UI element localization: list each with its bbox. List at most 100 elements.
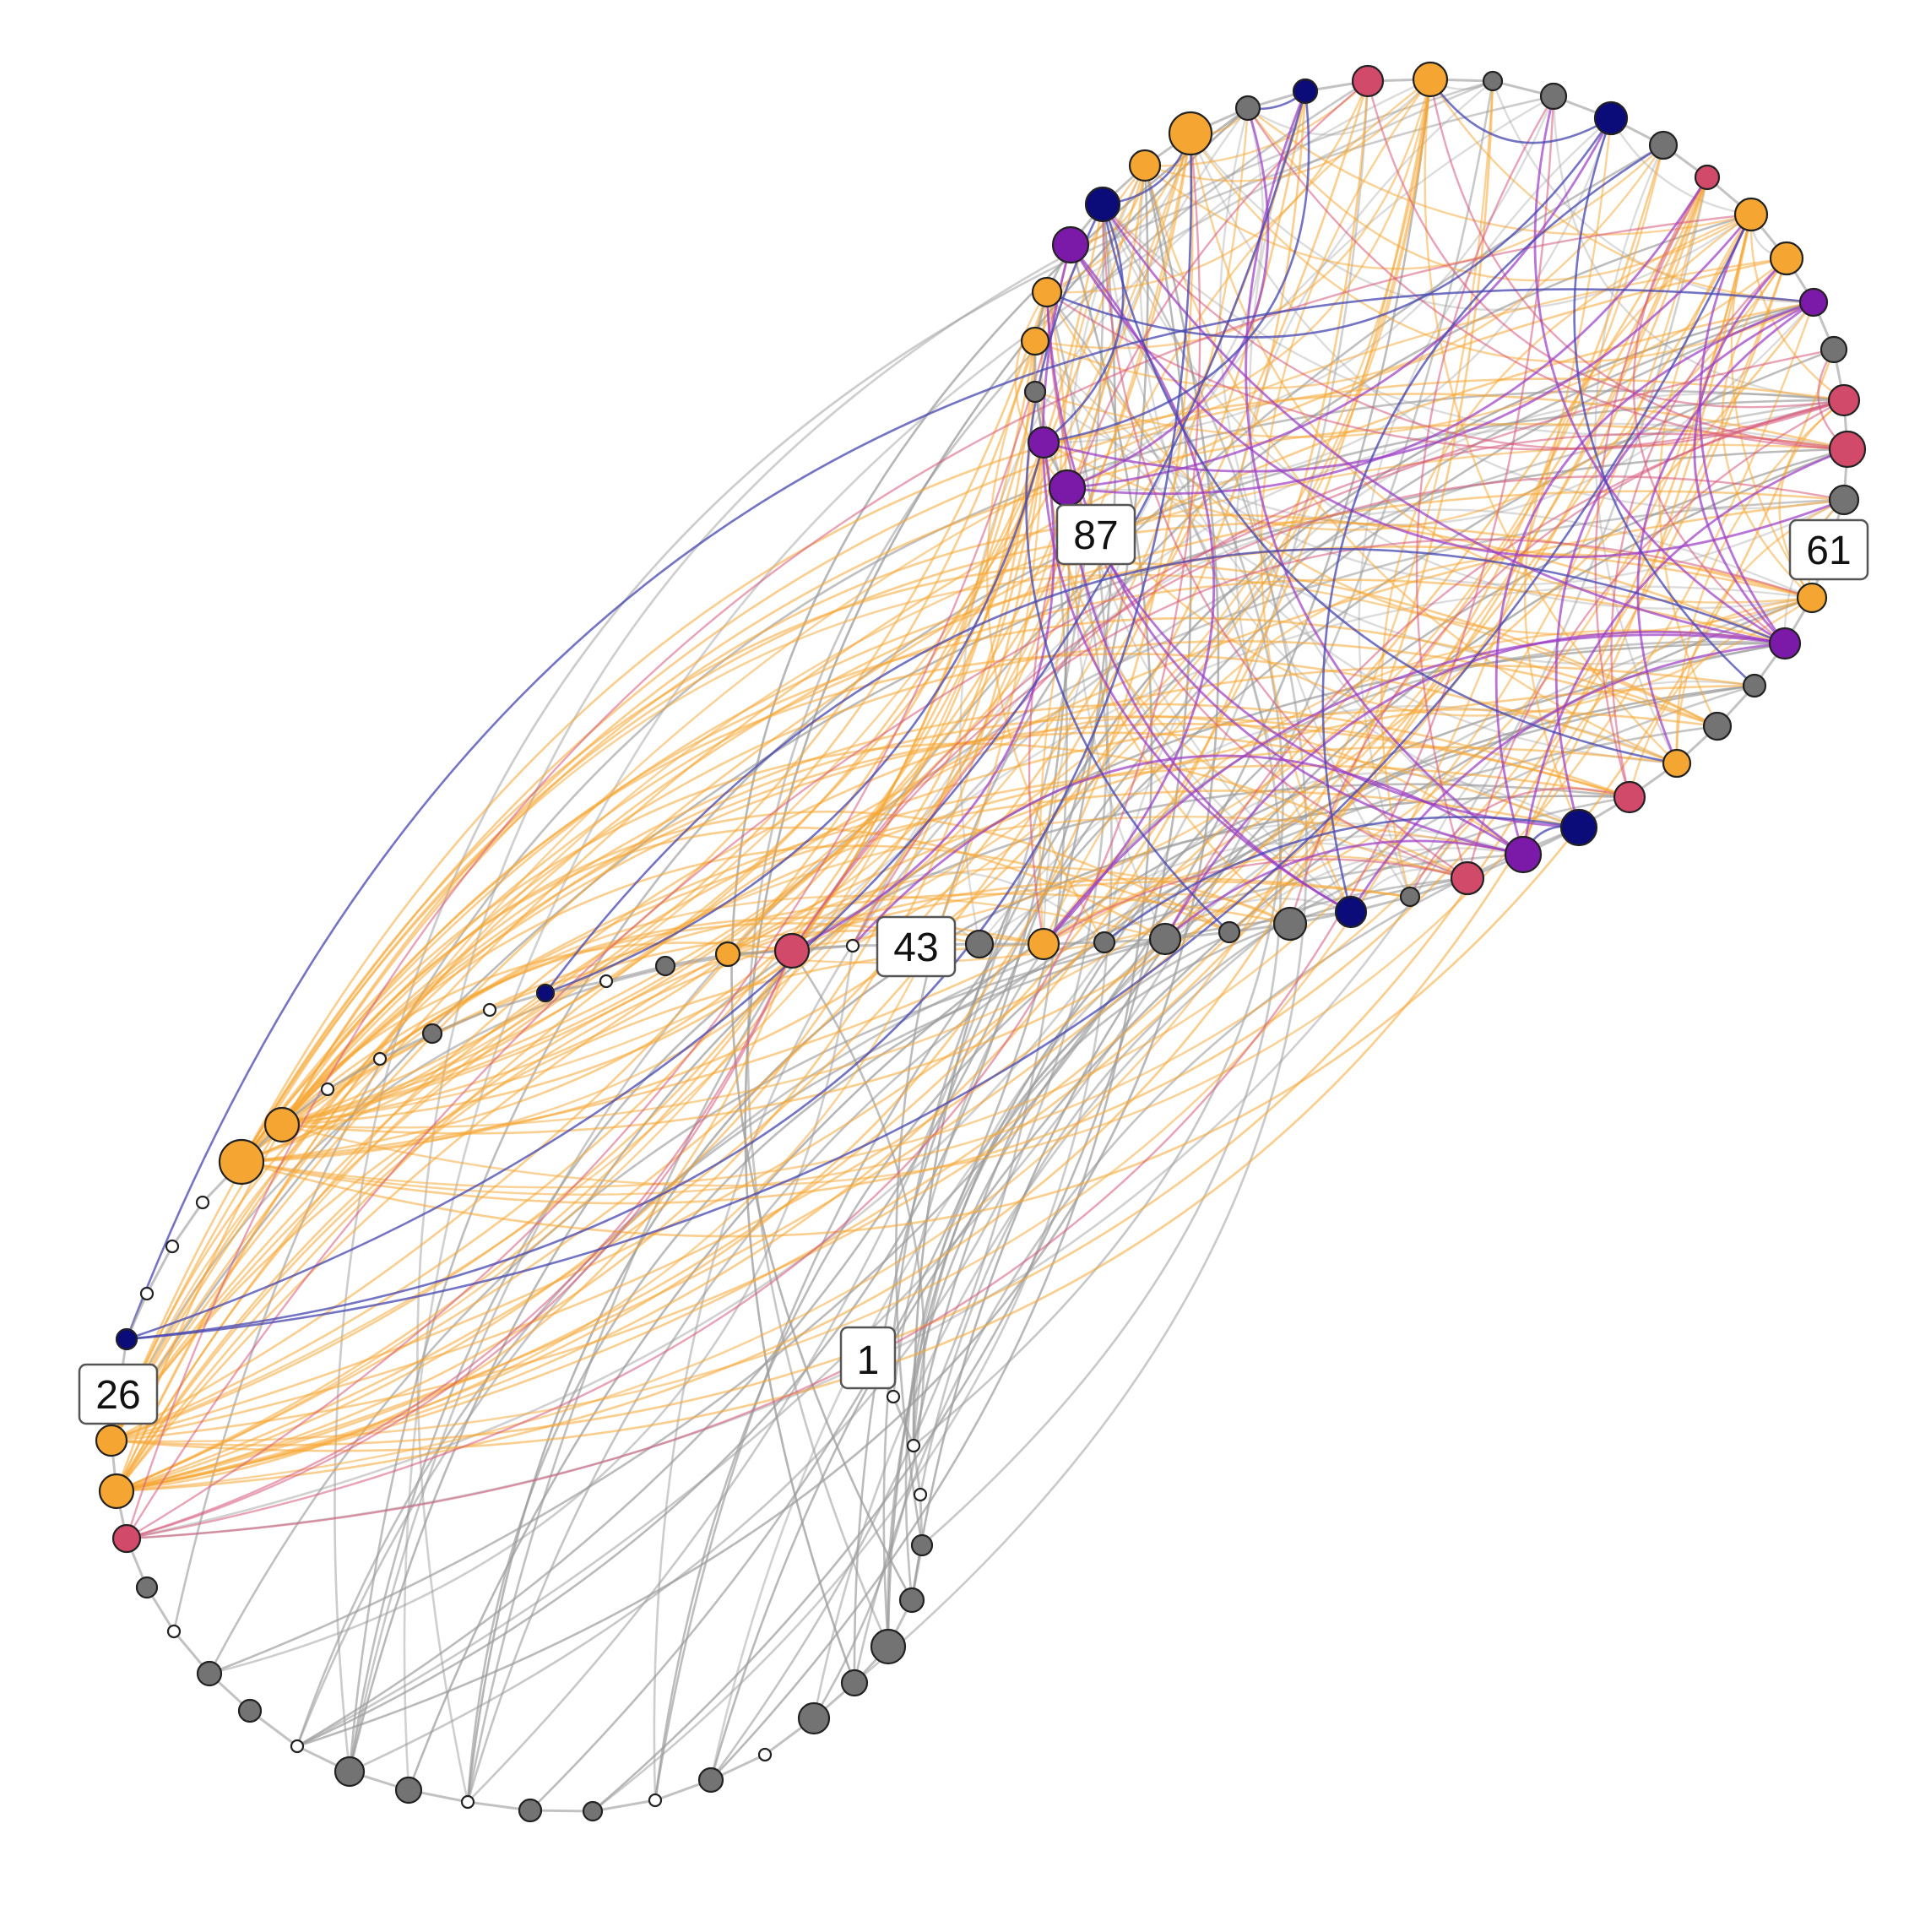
edge	[1321, 144, 1665, 914]
edge	[544, 441, 1045, 995]
edge	[240, 377, 1846, 1164]
edge	[1042, 90, 1310, 444]
node-label-61-text: 61	[1806, 529, 1851, 573]
edge	[125, 95, 1555, 1540]
edge	[110, 164, 1147, 1442]
node-label-43-text: 43	[893, 925, 938, 970]
edge	[115, 79, 1369, 1493]
node-label-1-text: 1	[857, 1338, 880, 1383]
node-gray	[1539, 82, 1568, 111]
edge	[1163, 630, 1787, 941]
node-label-26-text: 26	[95, 1373, 140, 1418]
node-navy	[1292, 78, 1319, 105]
edge	[1066, 486, 1353, 914]
node-orange	[1128, 149, 1162, 182]
edge	[1636, 301, 1815, 765]
edge	[1163, 839, 1525, 941]
node-white	[845, 938, 860, 953]
node-label-43: 43	[876, 915, 957, 978]
node-white	[886, 1389, 901, 1404]
edge	[110, 132, 1192, 1442]
edge	[1693, 257, 1788, 645]
node-gray	[1399, 886, 1421, 908]
edge	[1033, 78, 1432, 350]
edge	[1045, 290, 1469, 880]
edge	[1632, 176, 1787, 645]
edge	[1066, 106, 1270, 490]
edge	[110, 339, 1037, 1442]
node-white	[320, 1082, 335, 1097]
edge	[1246, 78, 1432, 136]
node-label-1: 1	[839, 1326, 897, 1390]
edge	[1101, 203, 1846, 436]
edge	[1699, 213, 1787, 645]
node-gray	[334, 1756, 366, 1788]
edge	[466, 724, 1719, 1804]
edge	[115, 949, 794, 1493]
edge	[208, 944, 854, 1675]
edge	[1045, 290, 1525, 856]
node-navy	[1334, 895, 1368, 929]
edge	[709, 596, 1814, 1782]
edge	[125, 243, 1072, 1540]
edge	[110, 746, 1679, 1442]
edge	[1429, 78, 1849, 451]
edge	[1066, 486, 1814, 717]
edge	[1103, 816, 1581, 944]
node-gray	[237, 1698, 263, 1723]
node-gray	[394, 1776, 423, 1804]
node-gray	[1272, 906, 1308, 942]
edge	[790, 78, 1432, 952]
node-gray	[1023, 380, 1047, 404]
edge	[407, 642, 1787, 1792]
edge	[125, 288, 1815, 1341]
node-orange	[1796, 582, 1828, 614]
edge	[115, 213, 1753, 1493]
node-gray	[135, 1576, 159, 1599]
edge	[115, 441, 1045, 1493]
node-orange	[1662, 748, 1692, 779]
node-white	[482, 1002, 497, 1018]
edge	[1554, 301, 1815, 829]
edge	[240, 573, 1719, 1164]
edge	[1042, 633, 1787, 946]
edge	[1025, 203, 1231, 934]
edge	[1042, 858, 1469, 946]
node-orange	[218, 1138, 265, 1186]
node-gray	[910, 1533, 934, 1557]
node-orange	[1733, 197, 1769, 232]
edge	[125, 213, 1753, 1540]
node-white	[195, 1195, 210, 1210]
node-orange	[714, 941, 741, 968]
node-label-61: 61	[1788, 518, 1869, 581]
node-purple	[1768, 627, 1802, 660]
edge	[240, 393, 1849, 1164]
edge	[110, 715, 1631, 1442]
node-orange	[95, 1424, 128, 1457]
edge	[726, 213, 1753, 964]
edge	[851, 432, 1849, 947]
edge	[125, 949, 794, 1540]
node-gray	[898, 1587, 925, 1614]
edge	[280, 578, 1787, 1126]
edge	[208, 910, 1353, 1675]
node-crimson	[1450, 860, 1485, 896]
node-label-87: 87	[1055, 503, 1136, 566]
edge	[110, 942, 1045, 1442]
node-orange	[263, 1106, 301, 1143]
edge	[1429, 78, 1815, 304]
edge	[1628, 596, 1814, 799]
edge	[1189, 132, 1814, 604]
edge	[1533, 95, 1787, 645]
edge	[280, 339, 1037, 1126]
edge	[1101, 203, 1787, 645]
edge	[280, 106, 1250, 1126]
edge	[887, 937, 1167, 1648]
edge	[125, 132, 1201, 1540]
edge	[709, 596, 1814, 1782]
edge	[110, 490, 1846, 1442]
edge	[240, 922, 981, 1164]
node-white	[906, 1438, 921, 1453]
edge	[115, 877, 1412, 1493]
nodes-layer	[95, 61, 1867, 1823]
